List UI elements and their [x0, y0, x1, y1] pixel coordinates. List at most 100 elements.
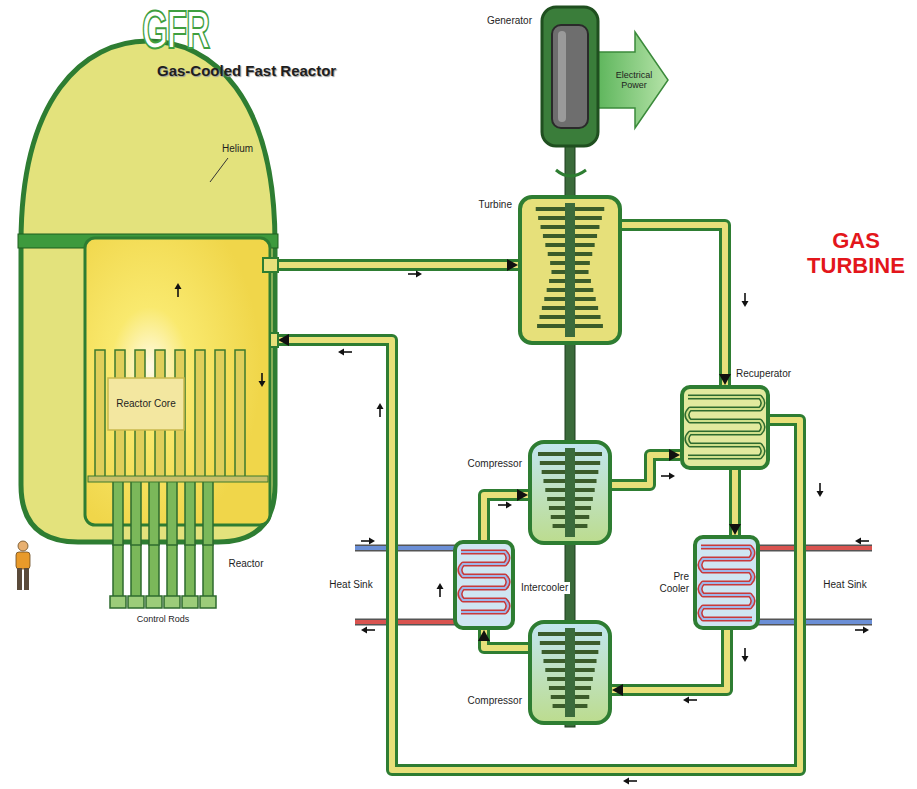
section-heading: GAS TURBINE	[800, 228, 912, 279]
pipe-connector	[612, 630, 727, 696]
component-label: Generator	[460, 15, 532, 27]
illustration-part	[235, 350, 245, 478]
illustration-part	[530, 442, 610, 543]
turbine-shape	[518, 195, 622, 345]
component-label: Turbine	[456, 199, 512, 211]
illustration-part	[355, 545, 455, 552]
flow-arrow	[361, 627, 367, 634]
recuperator: Recuperator	[680, 385, 770, 470]
illustration-part	[113, 478, 123, 545]
illustration-part	[455, 542, 513, 628]
illustration-part	[16, 552, 30, 569]
rod-drive	[200, 596, 216, 608]
flow-arrow	[416, 271, 422, 278]
illustration-part	[95, 350, 105, 478]
flow-arrow	[669, 473, 675, 480]
generator: Generator	[540, 5, 600, 148]
illustration-part	[565, 203, 575, 337]
illustration-part	[552, 25, 588, 128]
flow-arrow	[683, 697, 689, 704]
component-label: Reactor Core	[112, 398, 179, 410]
rod-drive	[128, 596, 144, 608]
illustration-part	[758, 619, 872, 626]
illustration-part	[565, 628, 575, 717]
flow-arrows	[175, 271, 870, 785]
heat-sink-label: Heat Sink	[325, 579, 377, 591]
pipe-outline	[729, 470, 741, 535]
flow-arrow	[742, 656, 749, 662]
flow-arrow	[817, 491, 824, 497]
pipe-outline	[278, 340, 800, 770]
subtitle: Gas-Cooled Fast Reactor	[157, 62, 336, 79]
pipe-fill	[484, 630, 528, 648]
compressor: Compressor	[528, 440, 612, 545]
pipe-connector	[478, 630, 528, 648]
arrow-head	[669, 449, 680, 461]
rod-drive	[164, 596, 180, 608]
component-label: Reactor	[218, 558, 274, 570]
pipe-connector	[612, 449, 680, 485]
flow-arrow	[259, 381, 266, 387]
pipe-outline	[278, 259, 518, 271]
illustration-part	[758, 620, 872, 624]
rod-drive	[182, 596, 198, 608]
rod-drive	[110, 596, 126, 608]
illustration-part	[270, 333, 278, 347]
illustration-part	[758, 546, 872, 550]
illustration-part	[695, 537, 758, 628]
title-logo: GFR	[142, 0, 209, 59]
compressor: Compressor	[528, 620, 612, 725]
rotation-arrow	[556, 170, 586, 176]
illustration-part	[565, 448, 575, 537]
illustration-part	[542, 7, 598, 146]
recuperator-shape	[680, 385, 770, 470]
illustration-part	[460, 552, 508, 612]
illustration-part	[131, 478, 141, 545]
reactor-core: Reactor Core	[108, 378, 184, 430]
intercooler: Intercooler	[453, 540, 515, 630]
arrow-head	[719, 374, 731, 385]
arrow-head	[507, 259, 518, 271]
reactor-vessel: Reactor Reactor Core	[18, 38, 278, 590]
illustration-part	[88, 476, 268, 482]
flow-arrow	[437, 583, 444, 589]
illustration-part	[18, 541, 28, 551]
component-label: Pre Cooler	[649, 571, 689, 594]
pipe-outline	[484, 495, 528, 540]
illustration-part	[21, 41, 275, 542]
illustration-part	[85, 238, 270, 525]
flow-arrow	[863, 627, 869, 634]
flow-arrow	[338, 349, 344, 356]
person-figure	[16, 541, 30, 590]
illustration-part	[355, 620, 455, 624]
reactor-vessel-shape	[18, 38, 278, 590]
component-label: Compressor	[452, 458, 522, 470]
pipe-fill	[484, 495, 528, 540]
pipe-connector	[729, 470, 741, 535]
pipe-connector	[278, 334, 800, 770]
illustration-part	[700, 547, 753, 619]
generator-shape	[540, 5, 600, 148]
component-label: Intercooler	[519, 582, 570, 594]
intercooler-shape	[453, 540, 515, 630]
illustration-part	[758, 545, 872, 552]
arrow-head	[612, 684, 623, 696]
arrow-head	[478, 630, 490, 641]
compressor-shape	[528, 620, 612, 725]
flow-arrow	[855, 538, 861, 545]
illustration-part	[203, 478, 213, 545]
illustration-part	[355, 619, 455, 626]
illustration-part	[687, 397, 763, 457]
flow-arrow	[506, 502, 512, 509]
illustration-part	[215, 350, 225, 478]
illustration-part	[530, 622, 610, 723]
arrow-head	[517, 489, 528, 501]
illustration-part	[149, 478, 159, 545]
illustration-part	[263, 258, 278, 272]
flow-arrow	[377, 403, 384, 409]
illustration-part	[24, 568, 29, 590]
flow-arrow	[369, 538, 375, 545]
drive-shaft	[565, 145, 575, 727]
pipe-outline	[612, 630, 727, 690]
illustration-part	[108, 378, 184, 430]
